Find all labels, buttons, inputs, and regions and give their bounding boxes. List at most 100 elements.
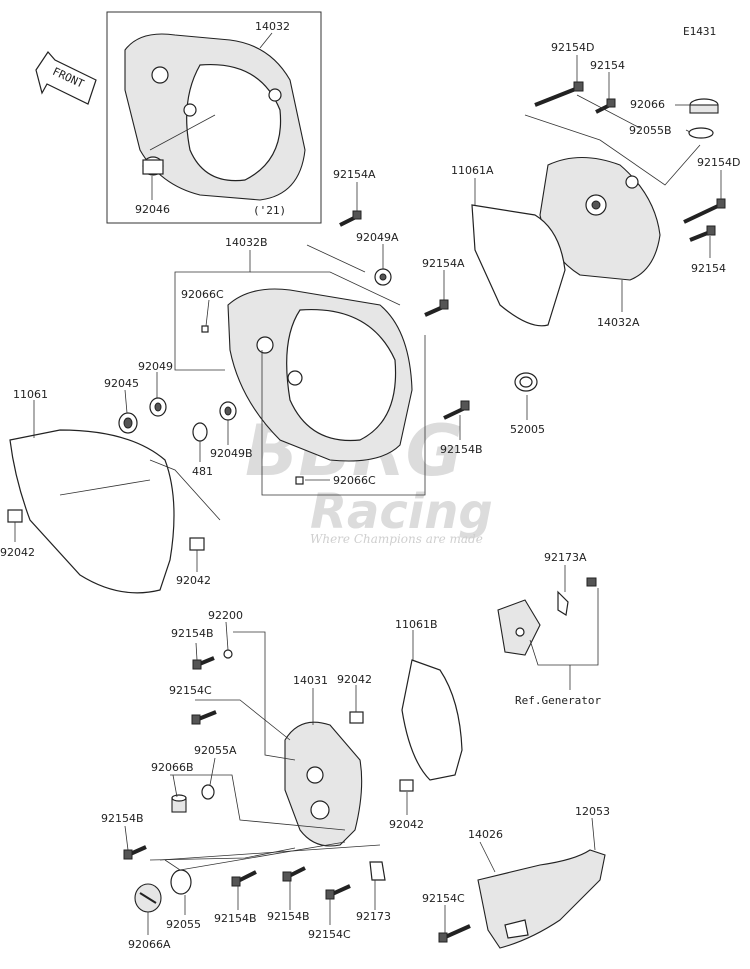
bolt-92154C-c: [325, 884, 351, 900]
label-92154B-c[interactable]: 92154B: [214, 912, 257, 925]
gasket-11061: [9, 429, 175, 594]
label-92049B[interactable]: 92049B: [210, 447, 253, 460]
label-11061A[interactable]: 11061A: [451, 164, 494, 177]
label-92066B[interactable]: 92066B: [151, 761, 194, 774]
part-14032-cover: [124, 33, 306, 201]
ref-generator-label[interactable]: Ref.Generator: [515, 694, 601, 707]
label-92173[interactable]: 92173: [356, 910, 391, 923]
watermark-line2: Racing: [310, 484, 493, 540]
part-14031-cover: [284, 721, 363, 847]
part-92055B-oring: [688, 127, 714, 139]
bolt-92154B-c: [231, 870, 257, 887]
label-14031[interactable]: 14031: [293, 674, 328, 687]
label-92154B-b[interactable]: 92154B: [101, 812, 144, 825]
label-92045[interactable]: 92045: [104, 377, 139, 390]
label-92049[interactable]: 92049: [138, 360, 173, 373]
part-481-circlip: [192, 422, 208, 442]
label-14026[interactable]: 14026: [468, 828, 503, 841]
label-14032[interactable]: 14032: [255, 20, 290, 33]
label-92173A[interactable]: 92173A: [544, 551, 587, 564]
bolt-92154C-b: [438, 924, 471, 943]
label-92066-top[interactable]: 92066: [630, 98, 665, 111]
label-92055[interactable]: 92055: [166, 918, 201, 931]
label-92200[interactable]: 92200: [208, 609, 243, 622]
label-92042-low[interactable]: 92042: [389, 818, 424, 831]
bolt-92154-right: [689, 225, 716, 242]
part-labels: E1431 ('21) Ref.Generator 14032 92046 92…: [0, 20, 740, 951]
part-14032B-cover: [227, 288, 413, 462]
part-92046-collar: [142, 156, 164, 176]
label-14032A[interactable]: 14032A: [597, 316, 640, 329]
label-92154-top[interactable]: 92154: [590, 59, 625, 72]
oring-92055: [170, 869, 192, 895]
dowel-92042-left: [7, 509, 23, 523]
bolt-92154C-a: [191, 710, 217, 725]
plug-92066A: [134, 883, 162, 913]
dowel-92042-low: [399, 779, 414, 792]
bolt-92154B-b: [123, 845, 147, 860]
part-92173A-clamp: [557, 590, 569, 616]
plug-92066B: [171, 794, 187, 813]
label-92042-left[interactable]: 92042: [0, 546, 35, 559]
watermark-slogan: Where Champions are made: [310, 532, 483, 546]
bolt-92154B-d: [282, 866, 306, 882]
label-92042-leftb[interactable]: 92042: [176, 574, 211, 587]
label-92046[interactable]: 92046: [135, 203, 170, 216]
label-92154B-d[interactable]: 92154B: [267, 910, 310, 923]
label-92154A-top[interactable]: 92154A: [333, 168, 376, 181]
bolt-92154B-a: [192, 656, 215, 670]
bolt-92173A: [586, 577, 597, 587]
label-92154D-top[interactable]: 92154D: [551, 41, 594, 54]
label-481[interactable]: 481: [192, 465, 213, 478]
label-92066C-top[interactable]: 92066C: [181, 288, 224, 301]
leader-lines: [14, 32, 722, 935]
inset-box: [106, 11, 322, 224]
label-92066A[interactable]: 92066A: [128, 938, 171, 951]
dowel-92042-leftb: [189, 537, 205, 551]
label-92154B-mid[interactable]: 92154B: [440, 443, 483, 456]
label-92154C-a[interactable]: 92154C: [169, 684, 212, 697]
dowel-92042-mid: [349, 711, 364, 724]
label-92066C-bot[interactable]: 92066C: [333, 474, 376, 487]
part-generator-bracket: [497, 599, 541, 656]
label-92154C-c[interactable]: 92154C: [308, 928, 351, 941]
label-92055A[interactable]: 92055A: [194, 744, 237, 757]
label-92154B-a[interactable]: 92154B: [171, 627, 214, 640]
label-52005[interactable]: 52005: [510, 423, 545, 436]
label-92049A[interactable]: 92049A: [356, 231, 399, 244]
part-92049B-seal: [219, 401, 237, 421]
variant-note: ('21): [253, 204, 286, 217]
gasket-11061B: [401, 659, 463, 781]
bolt-92154B-mid: [443, 400, 470, 420]
label-14032B[interactable]: 14032B: [225, 236, 268, 249]
part-92049A-seal: [374, 268, 392, 286]
gasket-11061A: [471, 204, 566, 327]
label-92154A-mid[interactable]: 92154A: [422, 257, 465, 270]
bolt-92154D-top: [534, 81, 584, 107]
front-arrow-icon: FRONT: [35, 51, 97, 105]
dowel-92066C-top: [201, 325, 209, 333]
bolt-92154D-right: [683, 198, 726, 224]
part-92049-seal: [149, 397, 167, 417]
label-92055B[interactable]: 92055B: [629, 124, 672, 137]
washer-92200: [223, 649, 233, 659]
label-92154D-right[interactable]: 92154D: [697, 156, 740, 169]
label-12053[interactable]: 12053: [575, 805, 610, 818]
part-92045-bearing: [118, 412, 138, 434]
part-92066-plug: [689, 98, 719, 114]
bolt-92154A-mid: [424, 299, 449, 317]
label-92154-right[interactable]: 92154: [691, 262, 726, 275]
label-92042-mid[interactable]: 92042: [337, 673, 372, 686]
diagram-code: E1431: [683, 25, 716, 38]
bolt-92154A-top: [339, 210, 362, 227]
label-11061B[interactable]: 11061B: [395, 618, 438, 631]
clamp-92173: [369, 861, 386, 881]
label-92154C-b[interactable]: 92154C: [422, 892, 465, 905]
dowel-92066C-bot: [295, 476, 304, 485]
label-11061[interactable]: 11061: [13, 388, 48, 401]
oring-92055A: [201, 784, 215, 800]
part-14032A-cover: [539, 157, 661, 281]
part-14026-cover: [477, 849, 606, 949]
part-52005-seal: [514, 372, 538, 392]
